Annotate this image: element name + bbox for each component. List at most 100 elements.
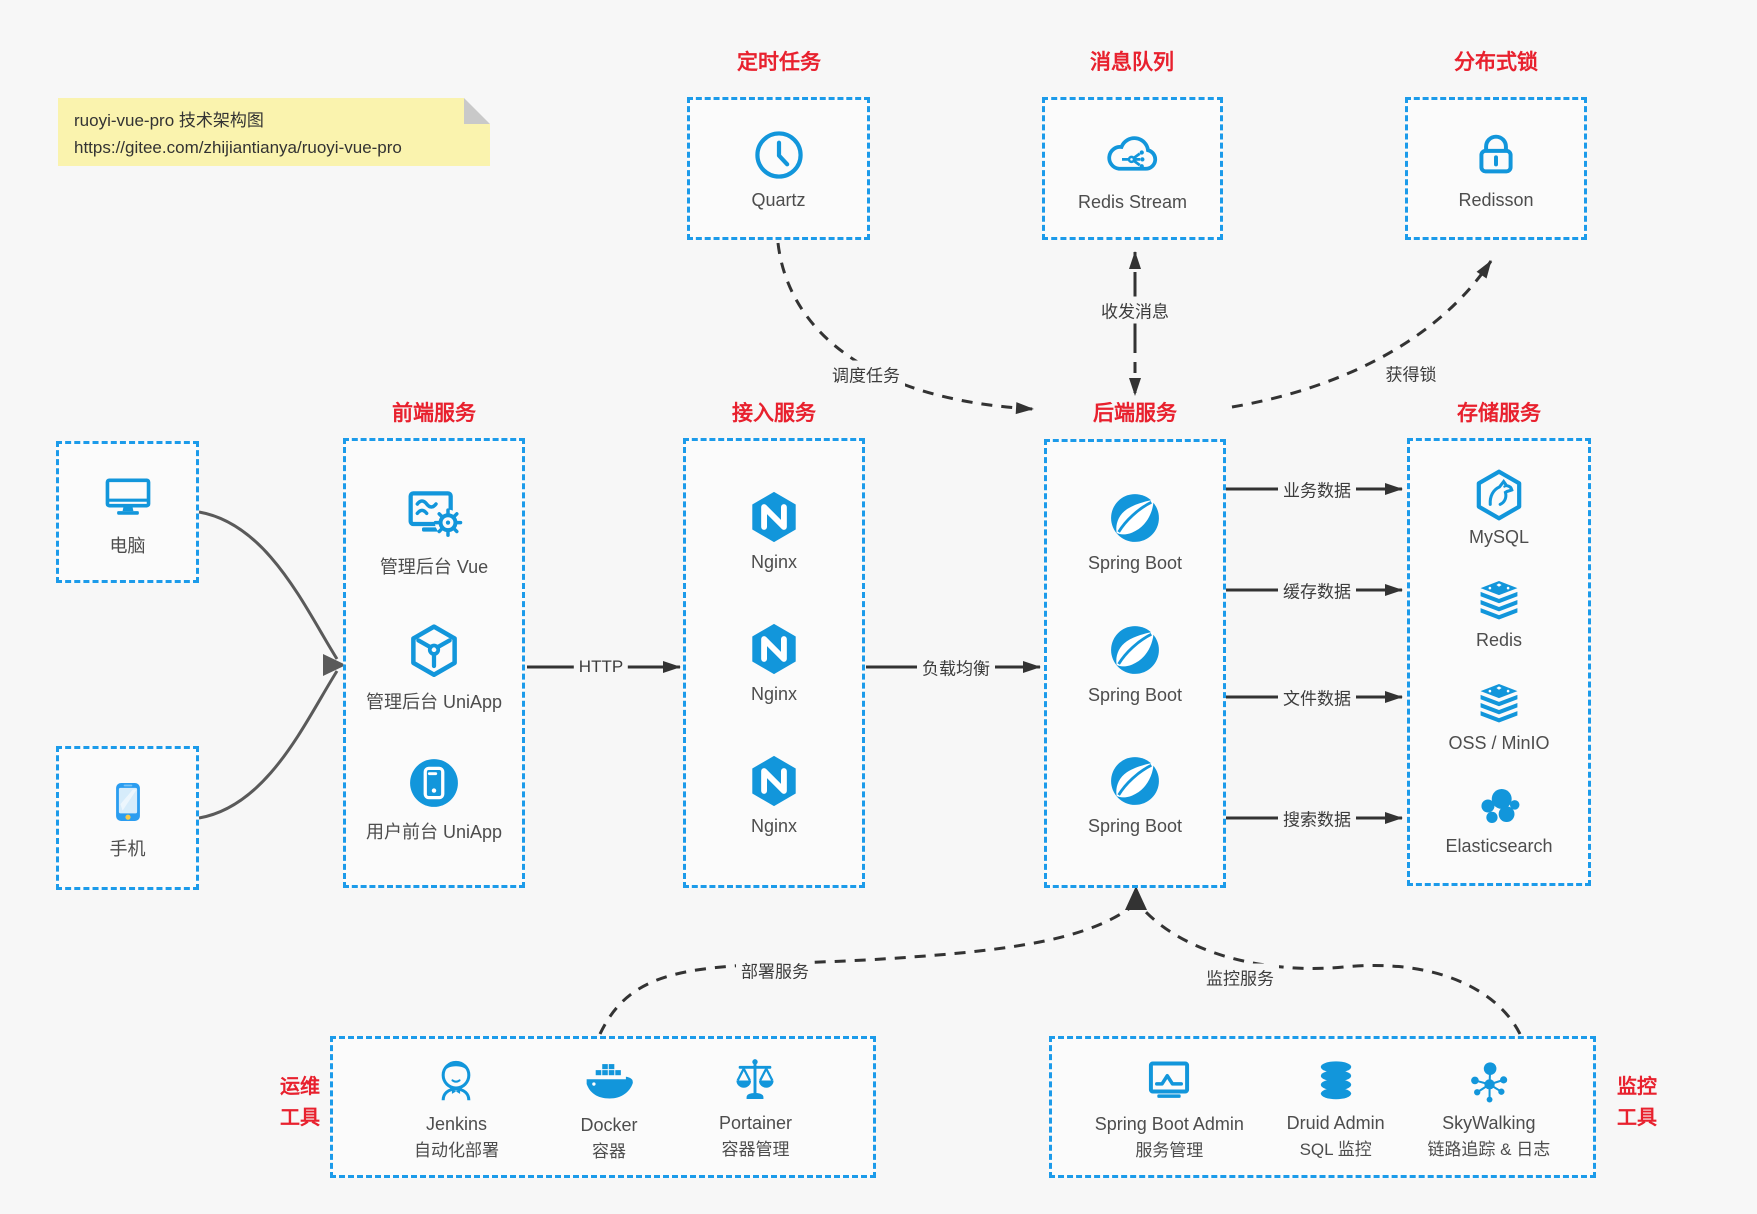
computer-box: 电脑 bbox=[56, 441, 199, 583]
admin-vue-item: 管理后台 Vue bbox=[380, 482, 488, 579]
nginx-item-1: Nginx bbox=[746, 489, 802, 573]
spring-boot-item-2: Spring Boot bbox=[1088, 622, 1182, 706]
nginx-item-2: Nginx bbox=[746, 621, 802, 705]
edge-label-lock: 获得锁 bbox=[1380, 359, 1442, 387]
monitoring-title-line2: 工具 bbox=[1617, 1107, 1657, 1129]
mobile-box: 手机 bbox=[56, 746, 199, 890]
jenkins-item: Jenkins 自动化部署 bbox=[414, 1053, 499, 1161]
clock-icon bbox=[751, 127, 807, 183]
quartz-label: Quartz bbox=[751, 189, 806, 210]
merge-arrowhead bbox=[323, 654, 346, 676]
portainer-label: Portainer bbox=[718, 1113, 792, 1134]
edge-deploy-curve bbox=[598, 906, 1131, 1035]
druid-icon bbox=[1309, 1054, 1363, 1108]
jenkins-icon bbox=[428, 1053, 484, 1109]
admin-uniapp-label: 管理后台 UniApp bbox=[365, 691, 503, 712]
redis-item: Redis bbox=[1473, 574, 1525, 651]
nginx-label-1: Nginx bbox=[750, 552, 798, 572]
spring-boot-admin-label: Spring Boot Admin bbox=[1094, 1114, 1244, 1135]
redis-stream-item: Redis Stream bbox=[1078, 125, 1187, 213]
edge-label-schedule: 调度任务 bbox=[827, 360, 905, 388]
distributed-lock-box: Redisson bbox=[1405, 97, 1587, 240]
edge-monitor-curve bbox=[1140, 906, 1522, 1035]
title-message-queue: 消息队列 bbox=[1090, 51, 1174, 74]
title-scheduled-tasks: 定时任务 bbox=[737, 51, 821, 74]
spring-icon bbox=[1107, 753, 1163, 809]
oss-minio-label: OSS / MinIO bbox=[1448, 733, 1550, 753]
edge-schedule-arrow bbox=[776, 242, 1034, 415]
spring-boot-label-1: Spring Boot bbox=[1087, 552, 1183, 573]
user-app-icon bbox=[406, 755, 462, 811]
mysql-label: MySQL bbox=[1468, 527, 1529, 547]
docker-desc: 容器 bbox=[591, 1141, 626, 1161]
elasticsearch-icon bbox=[1473, 780, 1525, 832]
access-services-box: Nginx Nginx Nginx bbox=[683, 438, 865, 888]
nginx-icon bbox=[746, 489, 802, 545]
title-distributed-lock: 分布式锁 bbox=[1454, 51, 1538, 74]
edge-mobile-to-frontend bbox=[198, 670, 339, 820]
title-ops-tools: 运维 工具 bbox=[280, 1072, 320, 1134]
docker-label: Docker bbox=[580, 1115, 638, 1136]
redisson-item: Redisson bbox=[1458, 127, 1534, 211]
title-storage-services: 存储服务 bbox=[1457, 402, 1541, 425]
docker-icon bbox=[580, 1052, 638, 1110]
lock-icon bbox=[1468, 127, 1524, 183]
desktop-icon bbox=[99, 467, 157, 525]
ops-title-line2: 工具 bbox=[280, 1107, 320, 1129]
spring-icon bbox=[1107, 622, 1163, 678]
sticky-note: ruoyi-vue-pro 技术架构图 https://gitee.com/zh… bbox=[58, 98, 490, 166]
jenkins-label: Jenkins bbox=[425, 1114, 487, 1135]
mobile-item: 手机 bbox=[102, 776, 154, 861]
title-access-services: 接入服务 bbox=[732, 402, 816, 425]
spring-boot-label-3: Spring Boot bbox=[1087, 816, 1183, 837]
docker-item: Docker 容器 bbox=[580, 1052, 638, 1162]
scheduled-tasks-box: Quartz bbox=[687, 97, 870, 240]
admin-uniapp-item: 管理后台 UniApp bbox=[366, 621, 502, 714]
edge-label-load-balance: 负载均衡 bbox=[917, 653, 995, 681]
mysql-item: MySQL bbox=[1469, 467, 1529, 548]
spring-boot-item-3: Spring Boot bbox=[1088, 753, 1182, 837]
title-frontend-services: 前端服务 bbox=[392, 402, 476, 425]
nginx-label-2: Nginx bbox=[750, 684, 798, 704]
edge-label-message: 收发消息 bbox=[1096, 296, 1174, 324]
druid-admin-desc: SQL 监控 bbox=[1299, 1139, 1372, 1159]
oss-minio-item: OSS / MinIO bbox=[1448, 677, 1550, 754]
admin-vue-icon bbox=[402, 482, 466, 546]
nginx-item-3: Nginx bbox=[746, 753, 802, 837]
spring-boot-admin-item: Spring Boot Admin 服务管理 bbox=[1095, 1053, 1244, 1161]
portainer-icon bbox=[728, 1054, 782, 1108]
skywalking-icon bbox=[1462, 1054, 1516, 1108]
druid-admin-label: Druid Admin bbox=[1286, 1113, 1385, 1134]
nginx-icon bbox=[746, 621, 802, 677]
user-uniapp-label: 用户前台 UniApp bbox=[365, 821, 503, 842]
note-title: ruoyi-vue-pro 技术架构图 bbox=[74, 111, 264, 130]
computer-label: 电脑 bbox=[109, 535, 146, 556]
skywalking-label: SkyWalking bbox=[1442, 1113, 1536, 1134]
edge-label-file-data: 文件数据 bbox=[1278, 683, 1356, 711]
elasticsearch-label: Elasticsearch bbox=[1445, 836, 1553, 856]
ops-tools-box: Jenkins 自动化部署 Docker 容器 Portainer 容器管理 bbox=[330, 1036, 876, 1178]
edge-label-business-data: 业务数据 bbox=[1278, 475, 1356, 503]
edge-label-cache-data: 缓存数据 bbox=[1278, 576, 1356, 604]
admin-vue-label: 管理后台 Vue bbox=[379, 557, 489, 578]
spring-icon bbox=[1107, 490, 1163, 546]
quartz-item: Quartz bbox=[751, 127, 807, 211]
note-url: https://gitee.com/zhijiantianya/ruoyi-vu… bbox=[74, 138, 402, 158]
edge-label-http: HTTP bbox=[573, 656, 629, 678]
ops-title-line1: 运维 bbox=[280, 1076, 320, 1098]
backend-services-box: Spring Boot Spring Boot Spring Boot bbox=[1044, 439, 1226, 888]
nginx-label-3: Nginx bbox=[750, 816, 798, 836]
nginx-icon bbox=[746, 753, 802, 809]
edge-label-deploy: 部署服务 bbox=[736, 956, 814, 984]
skywalking-item: SkyWalking 链路追踪 & 日志 bbox=[1427, 1054, 1550, 1160]
spring-boot-item-1: Spring Boot bbox=[1088, 490, 1182, 574]
spring-boot-label-2: Spring Boot bbox=[1087, 684, 1183, 705]
elasticsearch-item: Elasticsearch bbox=[1445, 780, 1553, 857]
jenkins-desc: 自动化部署 bbox=[413, 1140, 499, 1160]
user-uniapp-item: 用户前台 UniApp bbox=[366, 755, 502, 844]
edge-lock-arrow bbox=[1231, 260, 1493, 409]
deploy-monitor-arrowhead bbox=[1125, 886, 1147, 910]
title-backend-services: 后端服务 bbox=[1093, 402, 1177, 425]
cloud-stream-icon bbox=[1102, 125, 1162, 185]
